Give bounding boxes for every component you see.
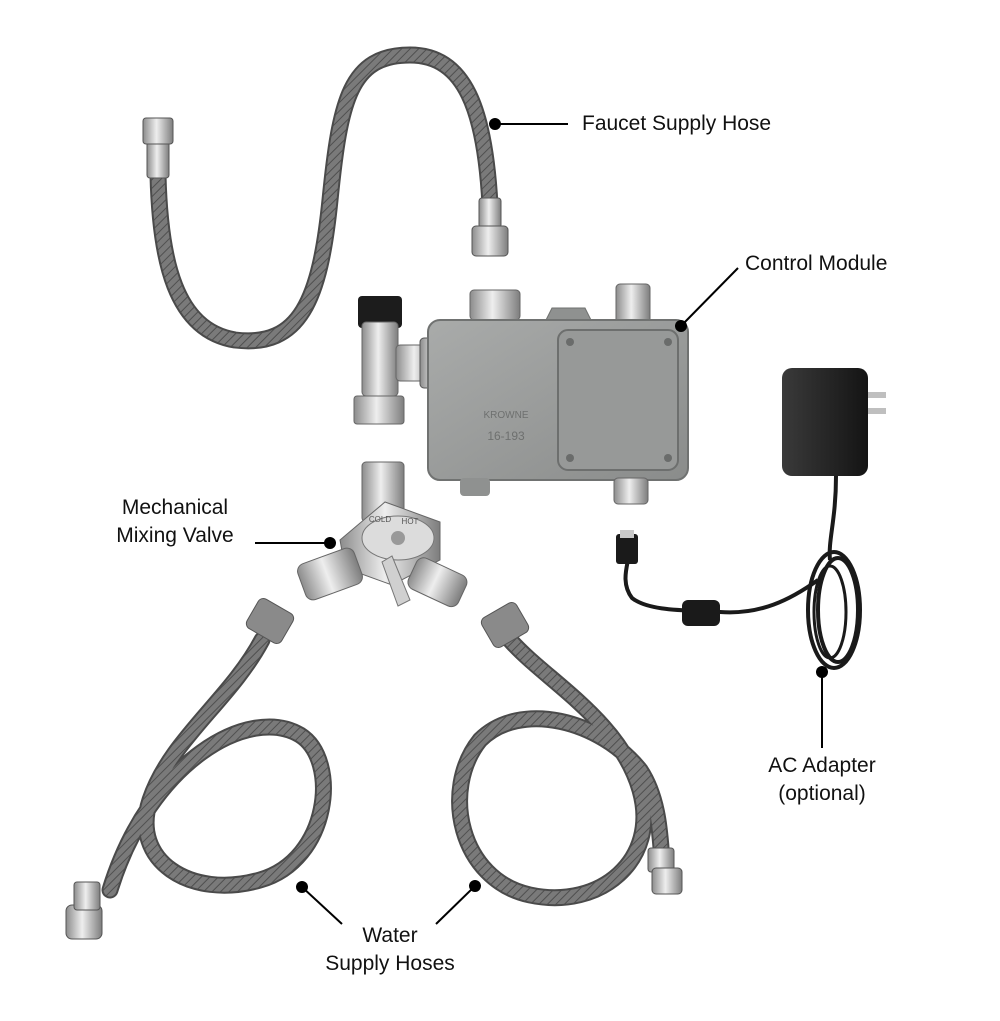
label-water-supply-hoses: Water Supply Hoses xyxy=(300,922,480,978)
label-control-module: Control Module xyxy=(745,250,887,278)
faucet-supply-hose xyxy=(142,46,509,350)
label-mixing-valve-line2: Mixing Valve xyxy=(116,524,234,547)
leader-control-module xyxy=(675,267,739,332)
label-mixing-valve-line1: Mechanical xyxy=(121,496,229,519)
leader-water-hose-right xyxy=(435,880,481,925)
label-faucet-supply-hose-text: Faucet Supply Hose xyxy=(582,112,772,135)
label-water-supply-hoses-line1: Water xyxy=(362,924,418,947)
label-faucet-supply-hose: Faucet Supply Hose xyxy=(582,110,771,138)
water-supply-hose-left xyxy=(65,597,332,940)
label-water-supply-hoses-line2: Supply Hoses xyxy=(325,952,455,975)
valve-hot-text: HOT xyxy=(402,517,419,526)
leader-ac-adapter xyxy=(816,666,828,748)
mixing-valve xyxy=(297,461,468,608)
module-model-text: 16-193 xyxy=(487,429,525,443)
valve-cold-text: COLD xyxy=(369,515,391,524)
label-control-module-text: Control Module xyxy=(745,252,888,275)
control-module xyxy=(427,283,689,505)
leader-faucet-supply-hose xyxy=(489,118,568,130)
water-supply-hose-right xyxy=(451,601,683,907)
label-ac-adapter-line1: AC Adapter xyxy=(768,754,876,777)
ac-adapter xyxy=(616,368,886,670)
leader-water-hose-left xyxy=(296,881,343,925)
leader-mixing-valve xyxy=(255,537,336,549)
label-mixing-valve: Mechanical Mixing Valve xyxy=(105,494,245,550)
label-ac-adapter: AC Adapter (optional) xyxy=(752,752,892,808)
module-brand-text: KROWNE xyxy=(484,410,529,421)
label-ac-adapter-line2: (optional) xyxy=(778,782,866,805)
